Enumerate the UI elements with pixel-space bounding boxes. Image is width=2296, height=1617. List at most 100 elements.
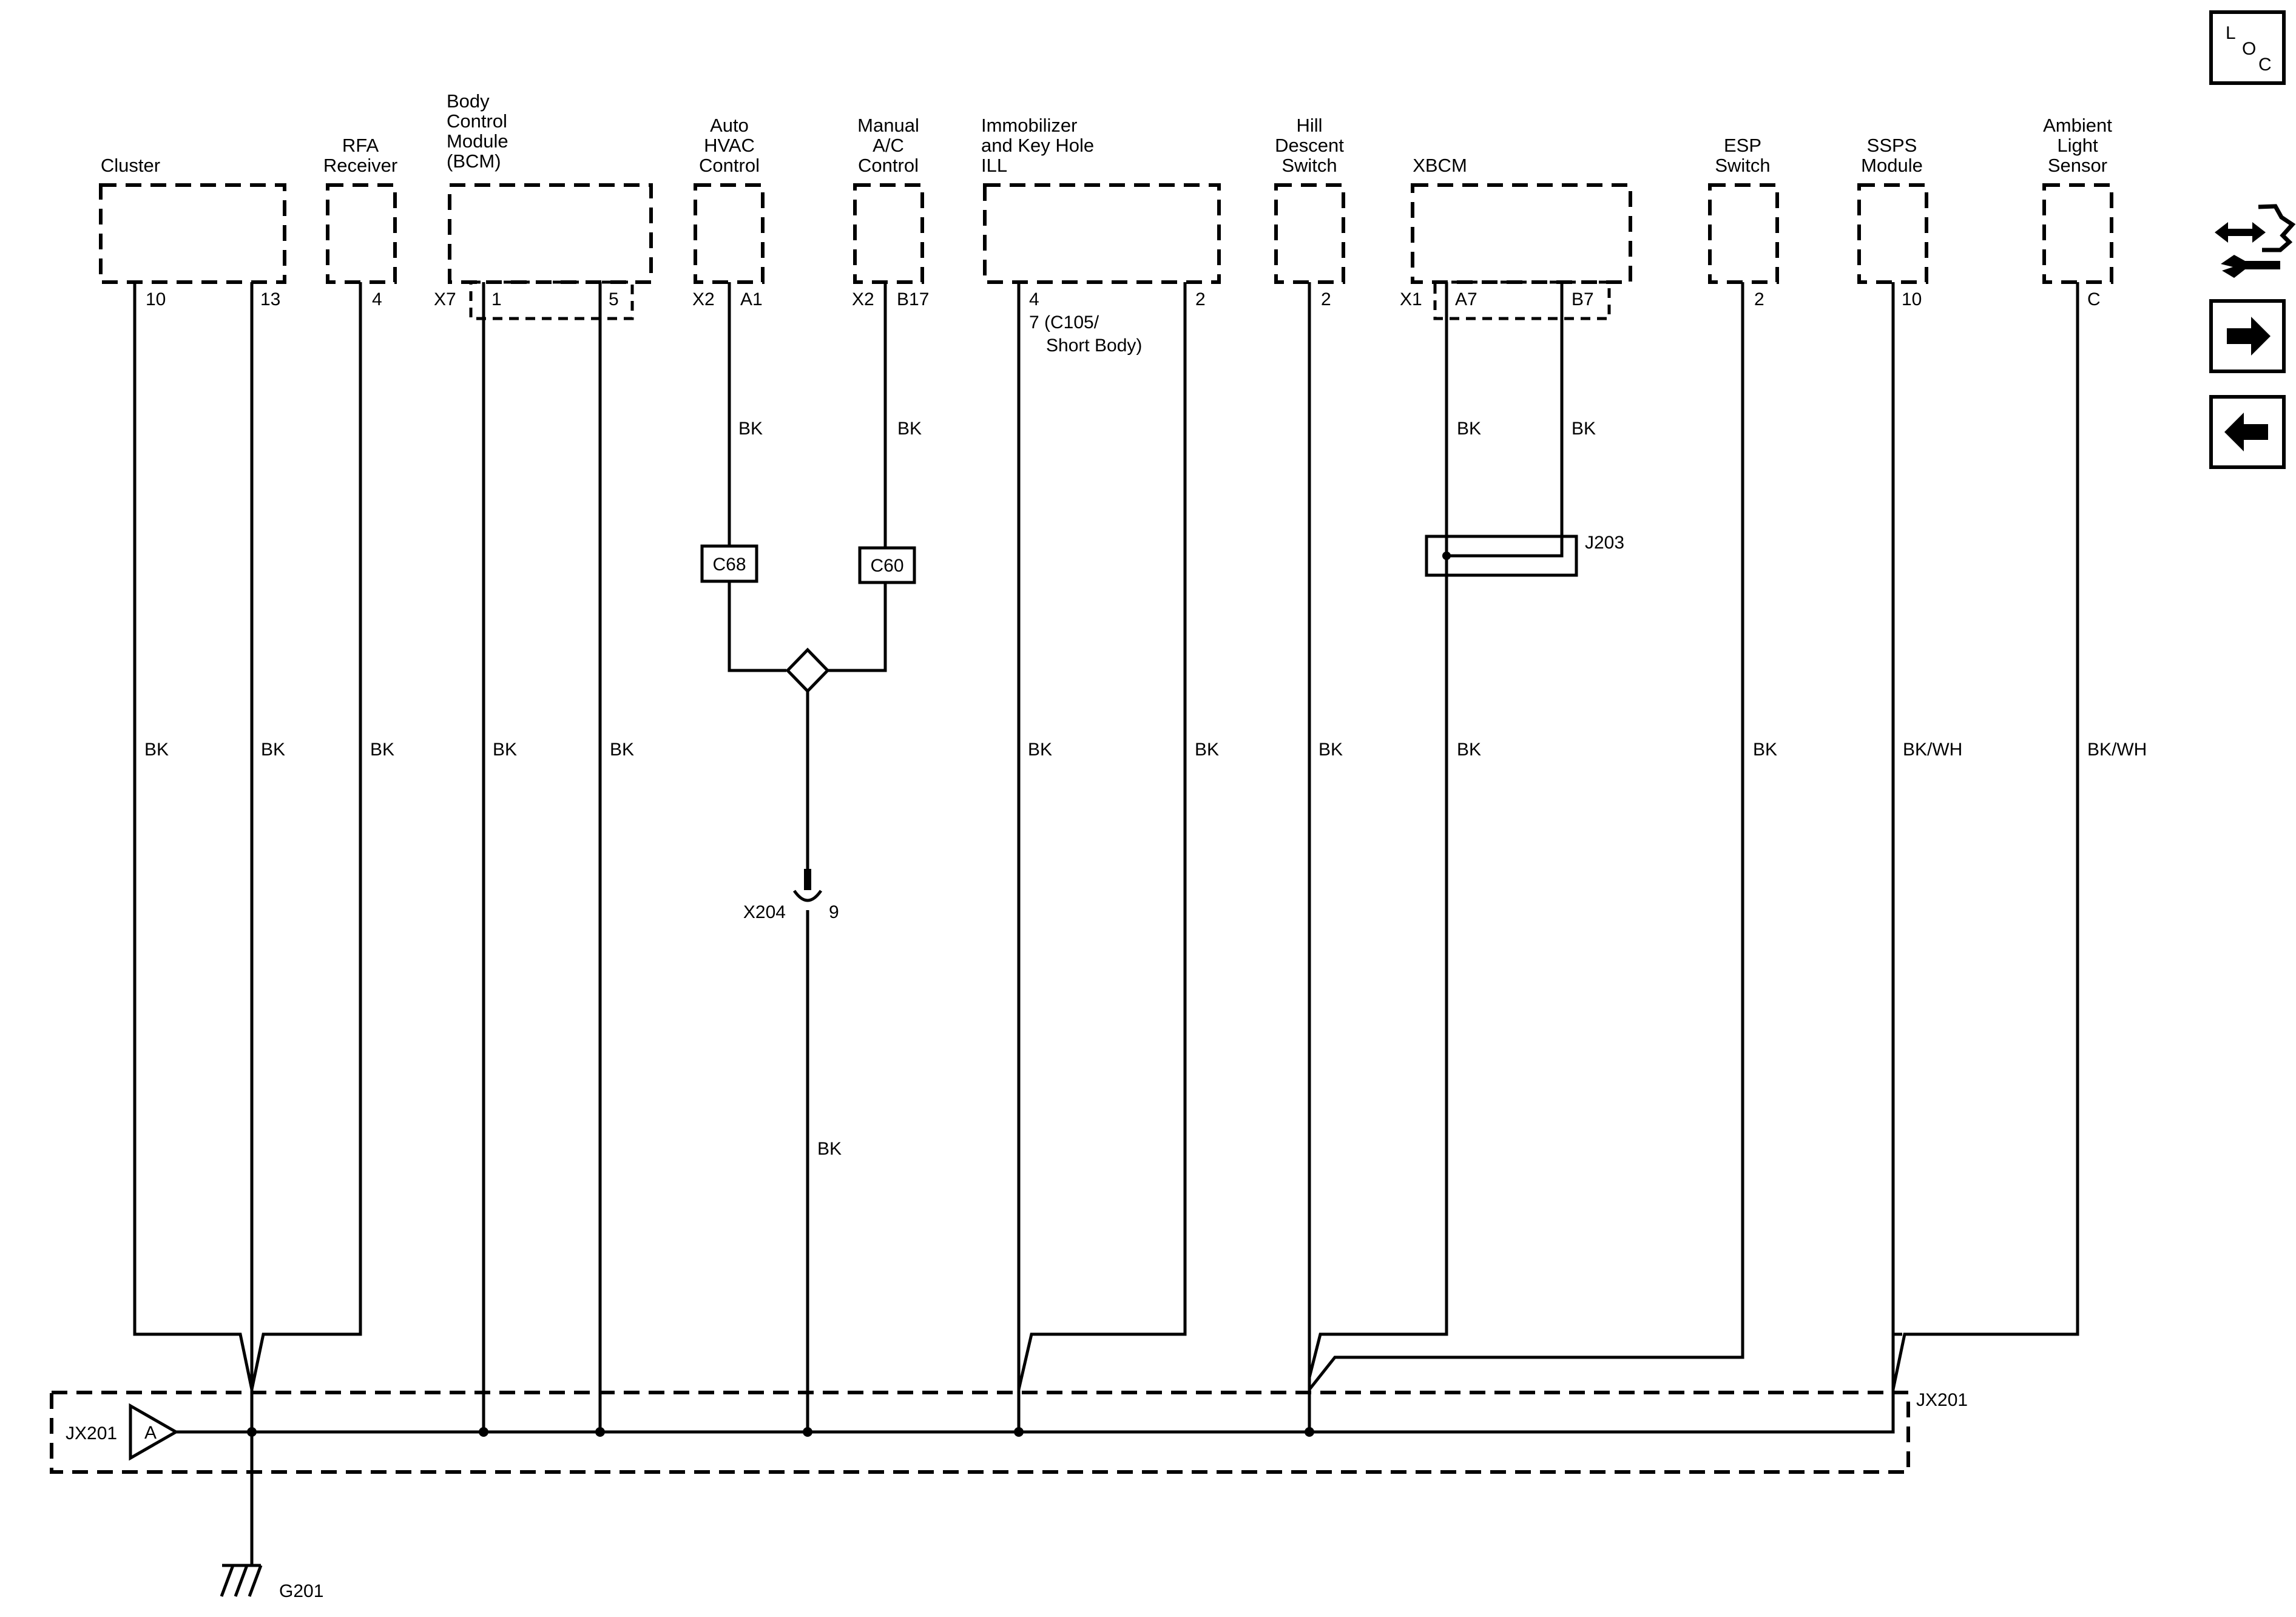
- wire-esp-2: [1308, 282, 1744, 1391]
- label-esp-2: Switch: [1715, 155, 1770, 176]
- pin-immobilizer-4: 4: [1029, 289, 1039, 309]
- xbcm-connector-x1-box: [1433, 280, 1611, 320]
- ground-label: G201: [279, 1581, 323, 1601]
- connector-wrench-icon: [2215, 204, 2296, 278]
- wire-color-rfa: BK: [370, 740, 394, 760]
- wire-color-xbcm-a7-lower: BK: [1457, 740, 1481, 760]
- wire-color-immobilizer-2: BK: [1195, 740, 1219, 760]
- ground-g201: G201: [220, 1564, 323, 1601]
- jx201-reference-flag: [129, 1403, 180, 1461]
- wire-color-bcm-5: BK: [610, 740, 634, 760]
- label-ambient-2: Light: [2057, 135, 2098, 156]
- xbcm-box: [1411, 183, 1632, 284]
- label-cluster: Cluster: [101, 155, 160, 176]
- jx201-label-right: JX201: [1916, 1390, 1968, 1410]
- connector-x204-pin: 9: [829, 902, 839, 922]
- pin-ambient-c: C: [2087, 289, 2101, 309]
- splice-pack-j203-label: J203: [1585, 533, 1624, 553]
- label-ambient-3: Sensor: [2048, 155, 2107, 176]
- wire-color-cluster-13: BK: [261, 740, 285, 760]
- connector-x204-female: [792, 890, 823, 902]
- pin-esp-2: 2: [1754, 289, 1764, 309]
- wire-c60-to-splice: [826, 582, 887, 672]
- connector-x204-label: X204: [743, 902, 786, 922]
- pin-rfa-4: 4: [372, 289, 382, 309]
- wrench-icon: [2221, 255, 2280, 278]
- arrow-right-icon: [2227, 317, 2271, 356]
- nav-buttons: L O C: [2209, 10, 2296, 469]
- label-immobilizer-1: Immobilizer: [981, 115, 1077, 136]
- wire-color-cluster-10: BK: [144, 740, 169, 760]
- wire-color-x204-lower: BK: [817, 1139, 842, 1159]
- auto-hvac-box: [694, 183, 765, 284]
- wire-rfa-4: [250, 282, 362, 1390]
- node-bcm-1: [479, 1427, 488, 1437]
- pin-ac-b17: B17: [897, 289, 929, 309]
- pin-hvac-a1: A1: [740, 289, 763, 309]
- label-bcm-3: Module: [447, 130, 508, 152]
- location-button[interactable]: L O C: [2209, 10, 2286, 85]
- wire-color-bcm-1: BK: [493, 740, 517, 760]
- component-labels: Cluster RFA Receiver Body Control Module…: [101, 90, 2112, 176]
- splice-pack-j203-link: [1447, 282, 1564, 558]
- pin-immobilizer-alt-2: Short Body): [1046, 336, 1142, 356]
- location-letter-l: L: [2226, 23, 2236, 43]
- wire-color-xbcm-a7-upper: BK: [1457, 419, 1481, 439]
- connector-c60-label: C60: [870, 556, 903, 576]
- inline-connectors: C68 C60 J203 X204 9: [700, 282, 1624, 922]
- connector-ac-x2: X2: [852, 289, 874, 309]
- connector-x204-male: [804, 869, 811, 890]
- label-ssps-1: SSPS: [1867, 135, 1917, 156]
- jx201-label-left: JX201: [66, 1423, 117, 1443]
- label-hill-1: Hill: [1296, 115, 1322, 136]
- wire-color-labels: BK BK BK BK BK BK BK BK BK BK BK BK BK B…: [144, 419, 2147, 1159]
- label-manual-ac-3: Control: [858, 155, 919, 176]
- splice-diamond: [785, 647, 830, 694]
- wire-c68-to-splice: [728, 581, 786, 672]
- label-hvac-3: Control: [699, 155, 760, 176]
- rfa-receiver-box: [326, 183, 397, 284]
- pin-labels: 10 13 4 X7 1 5 X2 A1 X2 B17 4 7 (C105/ S…: [146, 289, 2101, 356]
- location-button-frame: [2209, 10, 2286, 85]
- node-bcm-5: [595, 1427, 605, 1437]
- pin-xbcm-a7: A7: [1455, 289, 1477, 309]
- pin-bcm-5: 5: [609, 289, 619, 309]
- previous-page-button[interactable]: [2209, 395, 2286, 469]
- node-cluster: [247, 1427, 257, 1437]
- ground-hatch-2: [234, 1565, 249, 1597]
- component-boxes: [99, 183, 2113, 320]
- label-ambient-1: Ambient: [2043, 115, 2112, 136]
- wire-color-esp: BK: [1753, 740, 1777, 760]
- label-esp-1: ESP: [1724, 135, 1761, 156]
- connector-bcm-x7: X7: [434, 289, 456, 309]
- label-bcm-4: (BCM): [447, 150, 501, 172]
- label-manual-ac-1: Manual: [857, 115, 919, 136]
- manual-ac-box: [853, 183, 924, 284]
- jx201-bus: [172, 1389, 1895, 1434]
- ssps-module-box: [1857, 183, 1928, 284]
- wire-color-hill: BK: [1319, 740, 1343, 760]
- pin-immobilizer-alt-1: 7 (C105/: [1029, 312, 1099, 333]
- wire-color-ac: BK: [897, 419, 922, 439]
- pin-cluster-13: 13: [260, 289, 280, 309]
- connector-hvac-x2: X2: [692, 289, 715, 309]
- pin-hill-2: 2: [1321, 289, 1331, 309]
- label-hill-3: Switch: [1281, 155, 1337, 176]
- arrow-left-icon: [2224, 413, 2268, 451]
- double-arrow-left-icon: [2215, 222, 2257, 243]
- pin-xbcm-b7: B7: [1572, 289, 1594, 309]
- node-hill: [1305, 1427, 1314, 1437]
- jx201-splice: JX201 JX201 A: [50, 1390, 1968, 1474]
- wire-immobilizer-2: [1017, 282, 1187, 1390]
- label-bcm-2: Control: [447, 110, 507, 132]
- connector-info-button[interactable]: [2215, 204, 2296, 278]
- jx201-box: [50, 1391, 1910, 1474]
- immobilizer-box: [983, 183, 1221, 284]
- location-letter-c: C: [2258, 55, 2272, 75]
- node-immobilizer: [1014, 1427, 1024, 1437]
- label-hvac-1: Auto: [710, 115, 749, 136]
- cluster-box: [99, 183, 286, 284]
- wire-color-ssps: BK/WH: [1903, 740, 1962, 760]
- next-page-button[interactable]: [2209, 299, 2286, 373]
- ambient-light-sensor-box: [2042, 183, 2113, 284]
